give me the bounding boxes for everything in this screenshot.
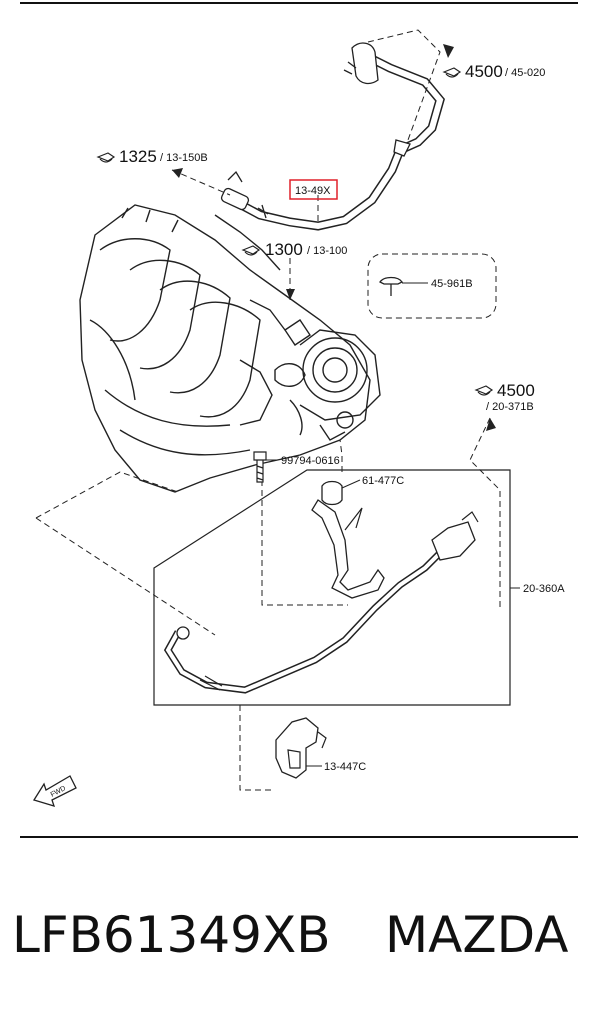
clip-detail-box[interactable]: 45-961B — [367, 253, 497, 319]
book-icon — [241, 245, 261, 256]
part-number-61-477c: 61-477C — [362, 475, 404, 487]
part-number-13-447c: 13-447C — [324, 761, 366, 773]
cable-bracket — [311, 499, 385, 599]
highlighted-part-label[interactable]: 13-49X — [289, 179, 338, 200]
part-number-13-49x: 13-49X — [295, 185, 331, 197]
ref-main-text: 1300 — [265, 240, 303, 259]
ref-sub-text: / 20-371B — [486, 401, 534, 413]
ref-main-text: 4500 — [465, 62, 503, 81]
ref-callout-1325[interactable]: 1325 / 13-150B — [96, 147, 208, 166]
forward-arrow-icon — [32, 775, 77, 807]
leader-lines — [35, 29, 501, 791]
part-number-20-360a: 20-360A — [523, 583, 565, 595]
intake-manifold — [79, 204, 381, 493]
vacuum-hose-assembly — [220, 42, 445, 231]
part-number-45-961b: 45-961B — [431, 278, 473, 290]
ref-callout-1300[interactable]: 1300 / 13-100 — [241, 240, 347, 259]
bolt-icon — [253, 451, 267, 483]
ref-sub-text: / 45-020 — [505, 67, 545, 79]
throttle-cable — [163, 525, 465, 694]
grommet-icon — [321, 480, 343, 506]
bolt-part[interactable]: 99794-0616 — [253, 451, 340, 483]
book-icon — [474, 385, 494, 396]
ref-sub-text: / 13-100 — [307, 245, 347, 257]
ref-main-text: 1325 — [119, 147, 157, 166]
book-icon — [442, 67, 462, 78]
book-icon — [96, 152, 116, 163]
arrow-heads — [172, 44, 496, 431]
lower-bracket-part[interactable]: 13-447C — [275, 717, 366, 779]
part-number-caption: LFB61349XB — [12, 906, 331, 964]
brand-caption: MAZDA — [385, 906, 569, 964]
cable-assembly-box[interactable]: 20-360A 61-477C — [153, 469, 565, 706]
part-number-99794-0616: 99794-0616 — [281, 455, 340, 467]
ref-callout-4500-top[interactable]: 4500 / 45-020 — [442, 62, 545, 81]
part-caption: LFB61349XB MAZDA — [0, 880, 600, 990]
parts-diagram: 4500 / 45-020 1325 / 13-150B 1300 / 13-1… — [20, 2, 578, 838]
ref-sub-text: / 13-150B — [160, 152, 208, 164]
ref-callout-4500-bottom[interactable]: 4500 / 20-371B — [474, 381, 535, 413]
fwd-arrow: FWD — [32, 775, 77, 807]
clip-icon — [379, 276, 403, 296]
ref-main-text: 4500 — [497, 381, 535, 400]
bracket-icon — [275, 717, 319, 779]
highlight-box — [289, 179, 338, 200]
